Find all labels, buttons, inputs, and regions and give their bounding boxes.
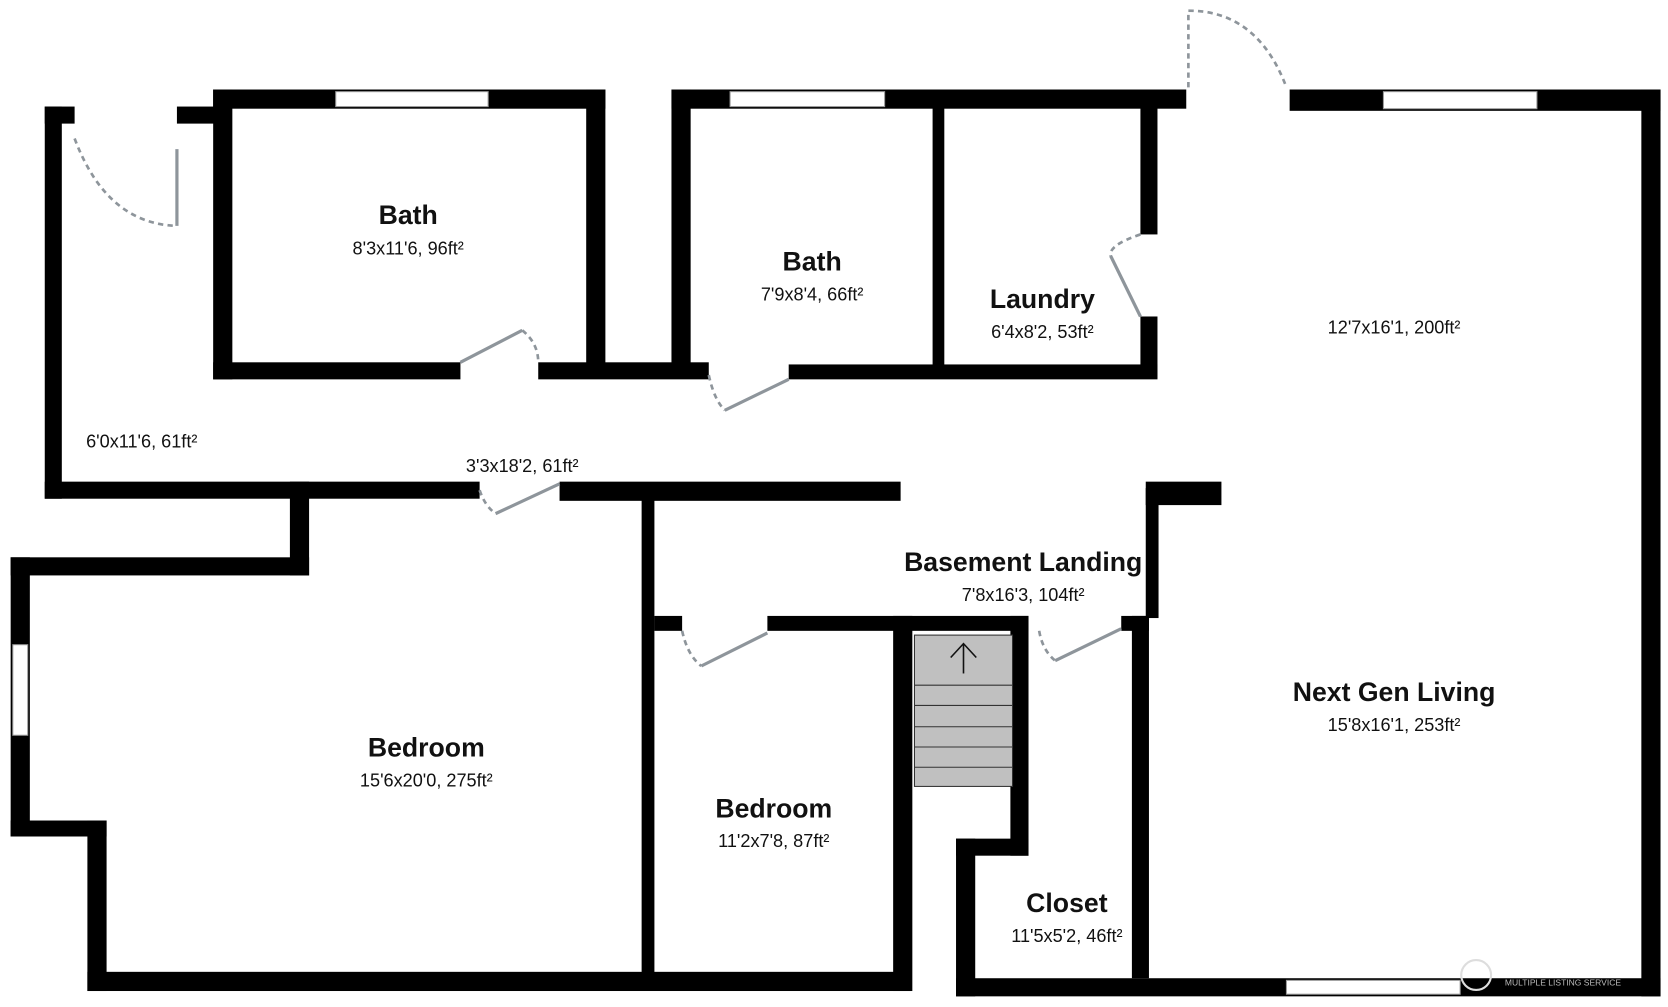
room-name: Closet: [1026, 888, 1108, 918]
room-dims: 7'8x16'3, 104ft²: [962, 585, 1085, 605]
room-name: Next Gen Living: [1293, 677, 1496, 707]
room-name: Bedroom: [715, 793, 832, 823]
room-dims: 8'3x11'6, 96ft²: [353, 239, 464, 259]
stairs-up-arrow-icon: [950, 642, 977, 674]
svg-text:MULTIPLE LISTING SERVICE: MULTIPLE LISTING SERVICE: [1505, 978, 1621, 988]
room-name: Bedroom: [368, 733, 485, 763]
room-name: Basement Landing: [904, 547, 1142, 577]
room-name: Bath: [783, 247, 842, 277]
room-dims: 3'3x18'2, 61ft²: [466, 456, 579, 476]
room-dims: 6'4x8'2, 53ft²: [991, 322, 1094, 342]
room-name: Bath: [379, 200, 438, 230]
doors[interactable]: [73, 9, 1288, 668]
room-name: Laundry: [990, 284, 1095, 314]
windows: [12, 91, 1538, 995]
room-dims: 15'8x16'1, 253ft²: [1328, 715, 1461, 735]
room-dims: 12'7x16'1, 200ft²: [1328, 318, 1461, 338]
walls: [10, 89, 1661, 997]
room-dims: 6'0x11'6, 61ft²: [86, 432, 197, 452]
room-labels: Bath 8'3x11'6, 96ft² Bath 7'9x8'4, 66ft²…: [86, 200, 1495, 946]
room-dims: 11'2x7'8, 87ft²: [718, 831, 829, 851]
room-dims: 7'9x8'4, 66ft²: [761, 285, 864, 305]
room-dims: 11'5x5'2, 46ft²: [1011, 926, 1122, 946]
mls-watermark: MULTIPLE LISTING SERVICE: [1460, 959, 1621, 992]
stairs: [913, 634, 1014, 787]
room-dims: 15'6x20'0, 275ft²: [360, 770, 493, 790]
